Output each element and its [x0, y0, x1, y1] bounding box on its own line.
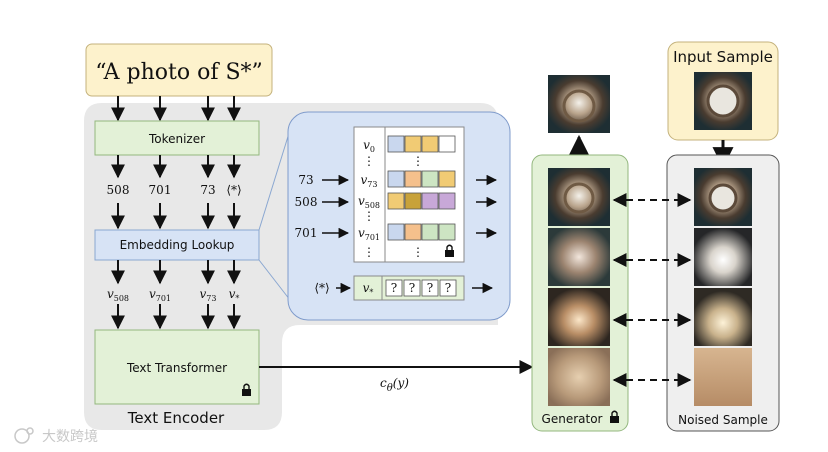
generator-step-4: [548, 348, 610, 406]
prompt-box: [85, 43, 273, 97]
special-cell-label-2: ?: [427, 281, 433, 295]
prompt-text: “A photo of S*”: [95, 60, 263, 85]
lookup-cell-v508-3: [438, 192, 456, 210]
conditioning-arg: (y): [393, 376, 409, 390]
generator-step-1: [548, 168, 610, 226]
lookup-input-508: 508: [295, 195, 318, 209]
lookup-ellipsis-4: ⋮: [412, 154, 424, 168]
vectors-to-transformer-arrows: [111, 304, 241, 330]
embedding-vstar-sub: *: [235, 294, 239, 303]
text-transformer-box: [94, 329, 260, 405]
lookup-cell-v0-3: [438, 135, 456, 153]
lookup-cell-v701-0: [387, 223, 405, 241]
embedding-v73-sub: 73: [206, 294, 216, 303]
lookup-input-701: 701: [295, 226, 318, 240]
special-cell-2: [421, 279, 439, 297]
special-input: ⟨*⟩: [314, 281, 329, 295]
token-73: 73: [200, 183, 215, 197]
lookup-row-v0: v0: [363, 138, 375, 154]
special-cells: ????: [385, 279, 457, 297]
generator-label: Generator: [542, 412, 603, 426]
zoom-line-top: [258, 129, 291, 231]
tokenizer-label: Tokenizer: [148, 132, 205, 146]
lookup-input-arrows: [322, 174, 350, 239]
noised-step-1: [694, 168, 752, 226]
lookup-cell-v701-3: [438, 223, 456, 241]
lookup-row-v0-sub: 0: [370, 145, 375, 154]
tokens-to-embedding-arrows: [111, 203, 241, 230]
lookup-cell-v0-2: [421, 135, 439, 153]
lookup-ellipsis-2: ⋮: [363, 209, 375, 223]
embedding-lookup-label: Embedding Lookup: [120, 238, 235, 252]
embedding-to-vectors-arrows: [111, 260, 241, 285]
lookup-lock-icon: [445, 244, 454, 257]
token-special: ⟨*⟩: [226, 183, 241, 197]
transformer-lock-icon: [242, 383, 251, 396]
lookup-cell-v73-2: [421, 170, 439, 188]
special-cell-1: [403, 279, 421, 297]
lookup-cell-v0-0: [387, 135, 405, 153]
lookup-cell-v701-1: [404, 223, 422, 241]
lookup-output-arrows: [472, 174, 498, 294]
generator-step-2: [548, 228, 610, 286]
tokenizer-to-tokens-arrows: [111, 155, 241, 179]
lookup-cells: [387, 135, 456, 241]
special-row-sub: *: [369, 288, 373, 297]
token-701: 701: [149, 183, 172, 197]
noised-sample-label: Noised Sample: [678, 413, 768, 427]
embedding-v701-sub: 701: [156, 294, 171, 303]
lookup-cell-v508-0: [387, 192, 405, 210]
lookup-cell-v701-2: [421, 223, 439, 241]
embedding-vstar: v*: [229, 287, 240, 303]
noised-step-2: [694, 228, 752, 286]
noised-step-3: [694, 288, 752, 346]
lookup-cell-v73-3: [438, 170, 456, 188]
lookup-cell-v508-1: [404, 192, 422, 210]
conditioning-label: cθ(y): [380, 376, 409, 394]
generator-step-3: [548, 288, 610, 346]
lookup-row-v73-sub: 73: [367, 180, 377, 189]
zoom-line-bottom: [258, 259, 291, 301]
text-transformer-label: Text Transformer: [126, 361, 227, 375]
special-cell-label-0: ?: [391, 281, 397, 295]
token-508: 508: [107, 183, 130, 197]
lookup-cell-v0-1: [404, 135, 422, 153]
input-sample-label: Input Sample: [673, 48, 773, 66]
embedding-v508-sub: 508: [114, 294, 129, 303]
generator-lock-icon: [610, 410, 619, 423]
conditioning-sub: θ: [387, 383, 393, 394]
special-cell-3: [439, 279, 457, 297]
lookup-ellipsis-3: ⋮: [363, 245, 375, 259]
watermark-logo-icon: [14, 427, 34, 444]
prompt-to-tokenizer-arrows: [111, 96, 241, 122]
denoising-correspondence-arrows: [612, 193, 692, 387]
lookup-row-v508-sub: 508: [365, 201, 380, 210]
lookup-cell-v73-1: [404, 170, 422, 188]
lookup-cell-v73-0: [387, 170, 405, 188]
special-cell-label-1: ?: [409, 281, 415, 295]
noised-step-4: [694, 348, 752, 406]
tokenizer-box: [94, 120, 260, 156]
embedding-lookup-box: [94, 229, 260, 261]
lookup-ellipsis-1: ⋮: [363, 154, 375, 168]
lookup-ellipsis-5: ⋮: [412, 245, 424, 259]
lookup-row-v701-sub: 701: [365, 233, 380, 242]
special-row-label: v*: [363, 281, 374, 297]
output-image: [548, 75, 610, 133]
special-cell-0: [385, 279, 403, 297]
lookup-cell-v508-2: [421, 192, 439, 210]
lookup-input-73: 73: [298, 173, 313, 187]
watermark-text: 大数跨境: [42, 429, 98, 445]
special-cell-label-3: ?: [445, 281, 451, 295]
input-sample-image: [694, 72, 752, 130]
text-encoder-label: Text Encoder: [127, 409, 225, 427]
